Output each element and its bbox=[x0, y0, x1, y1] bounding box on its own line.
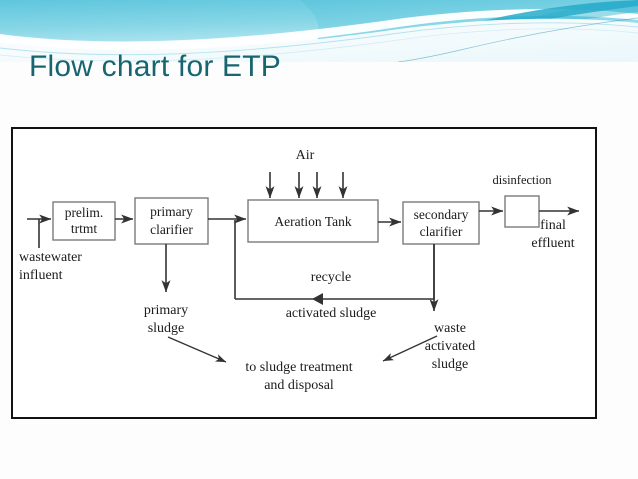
banner-wave-pale bbox=[0, 18, 638, 62]
label-to-sludge-treatment-line1: to sludge treatment bbox=[245, 360, 352, 375]
box-aeration-tank-label: Aeration Tank bbox=[274, 214, 351, 229]
label-waste-line1: waste bbox=[434, 321, 466, 336]
box-secondary-clarifier bbox=[402, 201, 480, 245]
box-primary-clarifier-line1: primary bbox=[150, 204, 193, 219]
label-recycle: recycle bbox=[311, 270, 351, 285]
arrow-waste-sludge-to-treatment bbox=[382, 335, 438, 362]
box-preliminary-treatment-line1: prelim. bbox=[65, 205, 104, 220]
banner-waves-svg bbox=[0, 0, 638, 62]
arrow-primary-sludge-to-treatment bbox=[167, 336, 227, 363]
box-secondary-clarifier-line1: secondary bbox=[414, 207, 469, 222]
label-wastewater-influent-line2: influent bbox=[19, 268, 63, 283]
box-primary-clarifier bbox=[134, 197, 209, 245]
label-final-effluent-line2: effluent bbox=[531, 236, 574, 251]
banner-hairline-3 bbox=[397, 17, 638, 62]
label-wastewater-influent-line1: wastewater bbox=[19, 250, 82, 265]
box-secondary-clarifier-line2: clarifier bbox=[420, 224, 463, 239]
box-disinfection bbox=[504, 195, 540, 228]
label-waste-line3: sludge bbox=[432, 357, 469, 372]
banner-hairline-1 bbox=[0, 22, 638, 56]
label-activated-sludge: activated sludge bbox=[286, 306, 377, 321]
etp-flow-chart-frame: prelim. trtmt primary clarifier Aeration… bbox=[11, 127, 597, 419]
box-primary-clarifier-line2: clarifier bbox=[150, 222, 193, 237]
label-to-sludge-treatment-line2: and disposal bbox=[264, 378, 334, 393]
banner-hairline-2 bbox=[0, 28, 638, 62]
box-preliminary-treatment bbox=[52, 201, 116, 241]
box-preliminary-treatment-line2: trtmt bbox=[71, 221, 97, 236]
label-disinfection: disinfection bbox=[492, 173, 552, 187]
etp-flow-chart-svg: prelim. trtmt primary clarifier Aeration… bbox=[19, 148, 580, 393]
box-aeration-tank bbox=[247, 199, 379, 243]
arrow-recycle-head bbox=[312, 293, 323, 305]
page-title: Flow chart for ETP bbox=[29, 50, 281, 83]
label-air: Air bbox=[296, 148, 315, 163]
label-final-effluent-line1: final bbox=[540, 218, 566, 233]
label-primary-sludge-line1: primary bbox=[144, 303, 188, 318]
header-banner-decoration bbox=[0, 0, 638, 62]
label-primary-sludge-line2: sludge bbox=[148, 321, 185, 336]
banner-wave-white bbox=[0, 9, 638, 50]
label-waste-line2: activated bbox=[425, 339, 476, 354]
